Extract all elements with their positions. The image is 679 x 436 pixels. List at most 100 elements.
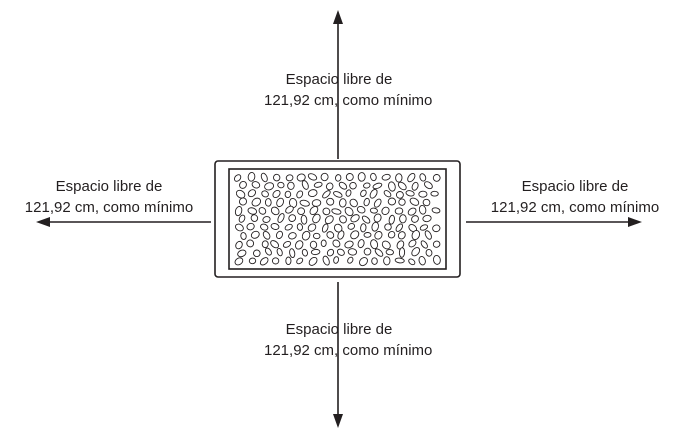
pit-stone xyxy=(276,247,283,257)
pit-stone xyxy=(299,199,310,207)
pit-stone xyxy=(388,214,395,225)
pit-stone xyxy=(324,215,334,225)
pit-stone xyxy=(431,207,441,214)
pit-stone xyxy=(289,197,298,209)
pit-stone xyxy=(295,240,304,250)
pit-stone xyxy=(310,248,321,256)
pit-stone xyxy=(399,214,407,224)
pit-stone xyxy=(357,172,366,182)
pit-stone xyxy=(264,247,272,256)
pit-stone xyxy=(345,189,352,197)
pit-stone xyxy=(239,180,247,189)
pit-stone xyxy=(271,257,280,265)
pit-stone xyxy=(360,189,367,197)
clearance-label-left: Espacio libre de 121,92 cm, como mínimo xyxy=(4,176,214,218)
pit-stone xyxy=(312,213,321,224)
pit-stone xyxy=(331,208,342,215)
pit-stone xyxy=(238,214,246,223)
pit-stone xyxy=(363,247,372,256)
pit-stone xyxy=(384,223,392,231)
pit-stone xyxy=(308,256,318,266)
pit-stone xyxy=(395,223,404,232)
pit-stone xyxy=(240,232,247,240)
pit-stone xyxy=(418,204,427,215)
clearance-label-top-line2: 121,92 cm, como mínimo xyxy=(264,92,433,109)
pit-stone xyxy=(371,257,378,265)
pit-stone xyxy=(234,257,244,266)
pit-stone xyxy=(238,197,248,206)
pit-stone xyxy=(270,206,280,216)
pit-stone xyxy=(424,181,433,190)
clearance-label-bottom: Espacio libre de 121,92 cm, como mínimo xyxy=(264,319,433,361)
pit-stone xyxy=(359,257,368,267)
pit-stone xyxy=(251,197,262,207)
pit-stone xyxy=(333,256,340,264)
pit-stone xyxy=(248,257,257,265)
pit-stone xyxy=(339,215,347,224)
pit-stone xyxy=(395,173,403,183)
pit-stone xyxy=(394,207,404,215)
pit-stone xyxy=(307,173,318,181)
clearance-label-right-line1: Espacio libre de xyxy=(521,178,629,195)
pit-stone xyxy=(320,172,329,182)
pit-stone xyxy=(262,230,271,240)
pit-stone xyxy=(264,182,275,191)
pit-stone xyxy=(405,190,415,197)
pit-stone xyxy=(394,257,405,264)
pit-stone xyxy=(381,206,390,216)
pit-stone xyxy=(300,214,308,225)
pit-stone xyxy=(349,181,357,190)
pit-stone xyxy=(383,256,391,266)
pit-stone xyxy=(322,190,331,199)
pit-stone xyxy=(370,172,377,182)
pit-stone xyxy=(309,205,319,216)
pit-stone xyxy=(432,174,441,182)
pit-stone xyxy=(247,171,256,182)
pit-stone xyxy=(374,248,384,257)
pit-stone xyxy=(301,180,309,190)
pit-stone xyxy=(339,198,347,208)
pit-stone xyxy=(432,224,441,233)
pit-stone xyxy=(408,239,417,248)
pit-stone xyxy=(381,240,391,250)
pit-stone xyxy=(247,189,256,198)
clearance-label-bottom-line2: 121,92 cm, como mínimo xyxy=(264,342,433,359)
pit-stone xyxy=(407,207,417,216)
pit-stone xyxy=(311,199,322,207)
pit-stone xyxy=(418,256,426,266)
pit-stone xyxy=(419,224,429,231)
pit-stone xyxy=(363,182,371,189)
pit-stone xyxy=(398,247,406,258)
pit-stone xyxy=(288,232,297,240)
pit-stone xyxy=(424,230,432,240)
pit-stone xyxy=(237,249,247,258)
pit-stone xyxy=(277,213,285,223)
pit-stone xyxy=(387,230,396,239)
pit-stone xyxy=(387,197,397,206)
pit-stone xyxy=(374,231,383,240)
clearance-label-right-line2: 121,92 cm, como mínimo xyxy=(490,199,660,216)
pit-stone xyxy=(335,174,342,182)
clearance-label-left-line2: 121,92 cm, como mínimo xyxy=(24,199,194,216)
pit-stone xyxy=(370,239,379,250)
pit-stone xyxy=(419,173,427,182)
pit-stone xyxy=(272,189,281,199)
pit-stone xyxy=(326,231,335,239)
pit-stone xyxy=(289,248,296,259)
pit-stone xyxy=(326,197,335,206)
pit-stone xyxy=(322,207,331,216)
pit-stone xyxy=(408,258,416,266)
pit-stone xyxy=(332,239,341,248)
pit-stone xyxy=(301,248,308,257)
clearance-label-right: Espacio libre de 121,92 cm, como mínimo xyxy=(470,176,679,218)
pit-stone xyxy=(397,231,406,240)
pit-stone xyxy=(307,189,318,198)
pit-stone xyxy=(432,240,441,248)
pit-stone xyxy=(301,230,311,241)
pit-stone xyxy=(261,190,269,198)
arrow-right xyxy=(466,217,642,227)
pit-stone xyxy=(383,190,392,198)
pit-stone xyxy=(246,239,255,248)
pit-stone xyxy=(288,214,297,222)
